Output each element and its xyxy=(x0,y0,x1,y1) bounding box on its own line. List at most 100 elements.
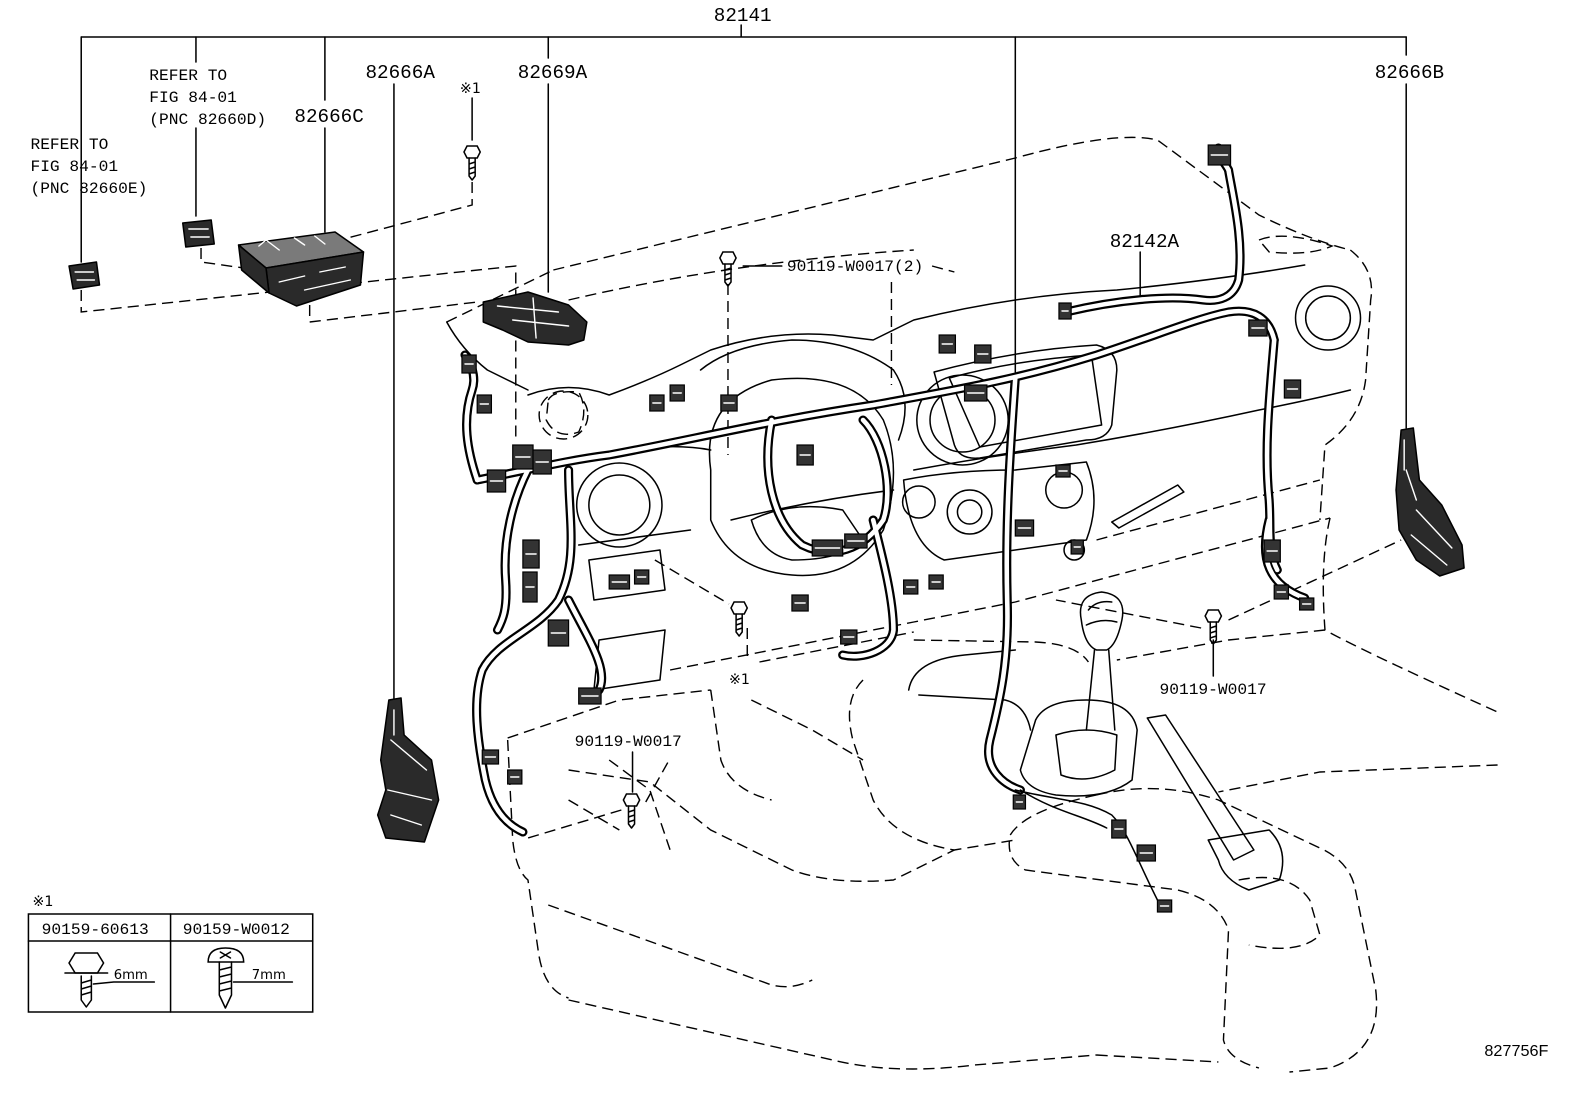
display-inner xyxy=(948,354,1103,448)
harness-right-lower-branch-core xyxy=(1263,517,1307,601)
left-wall xyxy=(506,739,569,999)
part-82666a-clamp xyxy=(376,697,440,843)
harness-steering-loop xyxy=(763,415,892,557)
part-number-82666a: 82666A xyxy=(366,62,436,84)
dash-face xyxy=(527,264,1306,396)
part-82666a-detail xyxy=(387,709,433,826)
console-outline xyxy=(1096,787,1378,1073)
leader-dash-bolt-lower xyxy=(527,761,669,839)
dash-top-right xyxy=(1319,249,1373,521)
bolt-center-head xyxy=(730,601,749,615)
part-82666c-side xyxy=(237,244,270,294)
harness-left-branch-core xyxy=(495,467,531,633)
control-knob-left-center xyxy=(956,499,983,525)
shift-boot-inner xyxy=(1055,729,1118,780)
leader-dash-82666c xyxy=(308,301,478,323)
harness-left-drop xyxy=(472,465,576,837)
part-number-82666b: 82666B xyxy=(1375,62,1444,84)
dash-top-front xyxy=(446,269,554,323)
lower-knee-panel xyxy=(593,629,666,691)
pedal-left xyxy=(568,759,671,851)
harness-82142a-core xyxy=(1063,167,1243,315)
refer-upper-line-1: REFER TO xyxy=(149,67,227,85)
bolt-lower-shank xyxy=(627,805,636,829)
tunnel-left xyxy=(848,679,1016,851)
note-table-part-2: 90159-W0012 xyxy=(183,921,290,939)
shift-boot xyxy=(1019,699,1138,797)
fastener-note-table: ※1 90159-60613 90159-W0012 6mm 7mm xyxy=(27,894,314,1013)
refer-upper-line-2: FIG 84-01 xyxy=(149,89,237,107)
part-number-82141: 82141 xyxy=(714,5,772,27)
control-knob-small xyxy=(901,485,936,519)
dash-face-bottom xyxy=(577,489,895,546)
floor-right xyxy=(1096,1054,1219,1063)
bolt-label-right: 90119-W0017 xyxy=(1159,681,1266,699)
part-82660d-detail xyxy=(188,228,210,238)
parking-brake-base xyxy=(1207,829,1284,891)
control-knob-left xyxy=(946,489,993,535)
part-82660e-detail xyxy=(74,271,96,281)
bolt-upper-head xyxy=(719,251,737,265)
note-mark-center: ※1 xyxy=(729,672,750,688)
part-82669a-detail xyxy=(496,297,570,339)
note-table-mark: ※1 xyxy=(32,894,53,910)
display-outer xyxy=(933,344,1118,459)
refer-upper-line-3: (PNC 82660D) xyxy=(149,111,266,129)
flange-bolt-icon xyxy=(68,952,105,974)
part-82660e-connector xyxy=(68,261,101,290)
bolt-label-upper: 90119-W0017(2) xyxy=(787,258,923,276)
shift-shaft xyxy=(1085,649,1116,731)
parking-brake-lever xyxy=(1146,714,1255,861)
steering-opening xyxy=(708,377,895,577)
leader-dash-82660d xyxy=(200,248,244,269)
flange-bolt-thread xyxy=(80,975,93,1008)
screw-upper-shank xyxy=(468,157,476,181)
harness-center-drop-core xyxy=(986,375,1023,793)
windshield-edge xyxy=(568,249,914,301)
leader-dash-screw-top xyxy=(339,182,473,241)
shift-knob xyxy=(1079,591,1124,651)
bolt-label-lower: 90119-W0017 xyxy=(575,733,682,751)
harness-knee-branch-core xyxy=(566,597,605,693)
lower-dash-left xyxy=(507,689,711,739)
pedal-area xyxy=(710,689,864,801)
leader-dash-bolt-right xyxy=(1055,539,1402,629)
refer-left-line-1: REFER TO xyxy=(30,136,108,154)
glovebox-lower xyxy=(1096,479,1321,541)
leader-82141-top xyxy=(80,24,1407,38)
dash-top-surface xyxy=(553,136,1351,271)
dash-face-left xyxy=(445,321,529,391)
screw-upper-head xyxy=(463,145,482,159)
console-inner xyxy=(1238,876,1321,950)
bolt-right-head xyxy=(1204,609,1223,623)
center-panel xyxy=(902,461,1095,561)
refer-left-line-2: FIG 84-01 xyxy=(30,158,118,176)
cluster-hood xyxy=(699,339,906,441)
left-vent xyxy=(545,390,585,435)
leader-dash-bolt-center xyxy=(654,559,748,662)
harness-console-lead xyxy=(1014,789,1159,901)
note-table-size-2: 7mm xyxy=(252,968,286,983)
floor-left xyxy=(548,904,813,988)
bolt-center-shank xyxy=(735,613,743,637)
floor-mid xyxy=(568,769,955,882)
bolt-lower-head xyxy=(622,793,641,807)
part-number-82666c: 82666C xyxy=(294,106,363,128)
harness-main-trunk-core xyxy=(474,308,1277,483)
shift-knob-shade xyxy=(1085,600,1118,626)
size-leader-6mm xyxy=(92,981,156,985)
bolt-right-shank xyxy=(1209,621,1218,645)
part-number-82669a: 82669A xyxy=(518,62,588,84)
note-table-fastener-drawings xyxy=(64,947,294,1009)
harness-console-lead-2 xyxy=(1019,789,1108,829)
note-table-size-1: 6mm xyxy=(114,968,148,983)
part-82660d-connector xyxy=(181,219,215,248)
leader-dash-82660e xyxy=(80,265,517,442)
right-floor xyxy=(1218,764,1498,793)
tunnel-top xyxy=(913,639,1089,663)
glovebox-handle xyxy=(1110,484,1185,529)
right-floor-upper xyxy=(1116,629,1326,661)
console-front xyxy=(1008,794,1260,1069)
figure-code: 827756F xyxy=(1484,1042,1548,1060)
